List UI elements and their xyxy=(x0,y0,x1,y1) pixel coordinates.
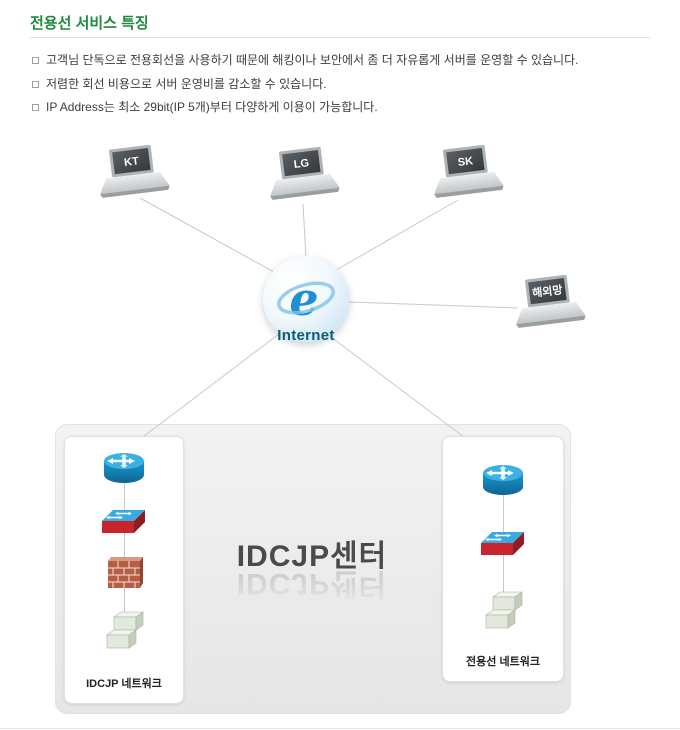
laptop-icon: 해외망 xyxy=(516,274,586,328)
firewall-icon xyxy=(104,557,144,594)
feature-item: 저렴한 회선 비용으로 서버 운영비를 감소할 수 있습니다. xyxy=(32,77,647,93)
feature-list: 고객님 단독으로 전용회선을 사용하기 때문에 해킹이나 보안에서 좀 더 자유… xyxy=(32,53,647,124)
router-icon xyxy=(101,451,147,490)
laptop-node-kt: KT xyxy=(93,142,173,208)
internet-e-glyph: e xyxy=(289,272,318,326)
idc-center-title: IDCJP센터 xyxy=(236,540,388,573)
switch-icon xyxy=(102,509,146,539)
laptop-label: LG xyxy=(293,157,310,171)
laptop-icon: LG xyxy=(270,146,340,200)
server-stack-icon xyxy=(483,589,523,636)
connection-line-kt-internet xyxy=(139,197,284,278)
laptop-label: KT xyxy=(123,155,139,169)
reflection-fade xyxy=(182,574,442,614)
laptop-icon: SK xyxy=(434,144,504,198)
page-title: 전용선 서비스 특징 xyxy=(30,15,149,32)
connection-line-lg-internet xyxy=(302,203,307,260)
bullet-square-icon xyxy=(32,57,39,64)
idc-center-title-group: IDCJP센터 IDCJP센터 xyxy=(182,540,442,614)
right-network-label: 전용선 네트워크 xyxy=(466,656,540,668)
title-underline xyxy=(30,37,650,38)
bullet-square-icon xyxy=(32,104,39,112)
connection-line-sk-internet xyxy=(330,199,459,274)
feature-text: IP Address는 최소 29bit(IP 5개)부터 다양하게 이용이 가… xyxy=(46,100,378,115)
router-icon xyxy=(480,463,526,502)
switch-icon xyxy=(481,531,525,561)
laptop-node-overseas: 해외망 xyxy=(509,272,589,338)
laptop-node-sk: SK xyxy=(427,142,507,208)
internet-node: e Internet xyxy=(263,256,349,344)
feature-text: 고객님 단독으로 전용회선을 사용하기 때문에 해킹이나 보안에서 좀 더 자유… xyxy=(46,53,579,67)
stack-connector-line xyxy=(124,467,125,635)
left-network-label: IDCJP 네트워크 xyxy=(86,678,162,690)
laptop-node-lg: LG xyxy=(263,144,343,210)
connection-line-overseas-internet xyxy=(348,301,519,309)
laptop-label: SK xyxy=(457,155,474,169)
bullet-square-icon xyxy=(32,80,39,88)
right-network-box: 전용선 네트워크 xyxy=(442,436,564,682)
bottom-divider xyxy=(0,728,680,729)
laptop-icon: KT xyxy=(100,144,170,198)
server-stack-icon xyxy=(104,609,144,656)
laptop-label: 해외망 xyxy=(531,282,563,300)
feature-item: 고객님 단독으로 전용회선을 사용하기 때문에 해킹이나 보안에서 좀 더 자유… xyxy=(32,53,647,69)
feature-item: IP Address는 최소 29bit(IP 5개)부터 다양하게 이용이 가… xyxy=(32,100,647,116)
internet-e-icon: e xyxy=(277,272,335,326)
left-network-box: IDCJP 네트워크 xyxy=(64,436,184,704)
feature-text: 저렴한 회선 비용으로 서버 운영비를 감소할 수 있습니다. xyxy=(46,76,327,91)
internet-label: Internet xyxy=(277,327,335,344)
